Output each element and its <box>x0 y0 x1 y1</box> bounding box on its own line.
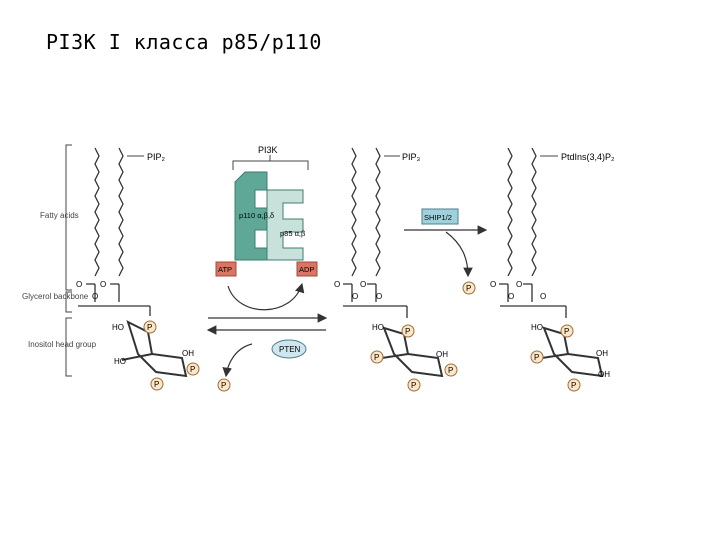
label-o: O <box>92 292 98 301</box>
svg-text:P: P <box>448 366 453 375</box>
svg-text:P: P <box>564 327 569 336</box>
phosphate-circle: P <box>407 378 421 392</box>
pip2-molecule <box>65 144 188 378</box>
phosphate-circle: P <box>530 350 544 364</box>
pten-oval: PTEN <box>271 339 307 359</box>
pip3-molecule <box>343 147 444 378</box>
label-oh: OH <box>182 349 194 358</box>
label-o: O <box>490 280 496 289</box>
svg-text:P: P <box>571 381 576 390</box>
phosphate-circle: P <box>370 350 384 364</box>
label-p110: p110 α,β,δ <box>239 211 274 220</box>
svg-text:P: P <box>534 353 539 362</box>
svg-text:P: P <box>221 381 226 390</box>
phosphate-circle: P <box>186 362 200 376</box>
label-o: O <box>360 280 366 289</box>
adp-box: ADP <box>296 261 318 277</box>
label-o: O <box>540 292 546 301</box>
phosphate-circle: P <box>150 377 164 391</box>
phosphate-circle: P <box>143 320 157 334</box>
fatty-acid-chain <box>118 147 124 277</box>
svg-text:P: P <box>190 365 195 374</box>
atp-to-adp-arrow <box>227 282 305 311</box>
label-glycerol: Glycerol backbone <box>22 292 89 301</box>
atp-box: ATP <box>215 261 237 277</box>
fatty-acid-chain <box>375 147 381 277</box>
pten-arrow <box>222 343 253 378</box>
fatty-acid-chain <box>507 147 513 277</box>
svg-text:P: P <box>466 284 471 293</box>
phosphate-circle: P <box>217 378 231 392</box>
label-o: O <box>516 280 522 289</box>
phosphate-circle: P <box>462 281 476 295</box>
label-oh: OH <box>598 370 610 379</box>
label-ho: HO <box>114 357 126 366</box>
fatty-acid-chain <box>531 147 537 277</box>
label-inositol: Inositol head group <box>28 340 97 349</box>
svg-text:ATP: ATP <box>218 265 232 274</box>
svg-text:SHIP1/2: SHIP1/2 <box>424 213 452 222</box>
svg-text:PTEN: PTEN <box>279 345 301 354</box>
pi3k-enzyme <box>234 171 304 261</box>
ship-box: SHIP1/2 <box>421 208 459 225</box>
label-o: O <box>76 280 82 289</box>
svg-text:P: P <box>147 323 152 332</box>
label-pi3k: PI3K <box>258 145 278 155</box>
label-oh: OH <box>596 349 608 358</box>
glycerol-bracket <box>65 291 72 313</box>
svg-text:ADP: ADP <box>299 265 314 274</box>
svg-text:P: P <box>405 327 410 336</box>
fatty-acid-chain <box>351 147 357 277</box>
label-ho: HO <box>531 323 543 332</box>
fatty-acid-bracket <box>65 144 72 291</box>
head-group-bracket <box>65 317 72 377</box>
label-oh: OH <box>436 350 448 359</box>
label-ho: HO <box>112 323 124 332</box>
pi3k-bracket <box>232 155 309 170</box>
label-ptdins34p2: PtdIns(3,4)P₂ <box>561 152 615 162</box>
p85-subunit <box>266 189 304 261</box>
label-o: O <box>334 280 340 289</box>
phosphate-circle: P <box>444 363 458 377</box>
label-o: O <box>352 292 358 301</box>
svg-text:P: P <box>374 353 379 362</box>
phosphate-circle: P <box>401 324 415 338</box>
label-pip2: PIP₂ <box>147 152 166 162</box>
slide-title: PI3K I класса р85/р110 <box>46 30 322 54</box>
label-pip3: PIP₃ <box>402 152 421 162</box>
label-o: O <box>100 280 106 289</box>
label-ho: HO <box>372 323 384 332</box>
label-o: O <box>376 292 382 301</box>
svg-text:P: P <box>154 380 159 389</box>
fatty-acid-chain <box>94 147 100 277</box>
ship-phosphate-arrow <box>445 231 473 278</box>
ptdins34p2-molecule <box>499 147 604 378</box>
phosphate-circle: P <box>567 378 581 392</box>
label-fatty-acids: Fatty acids <box>40 211 79 220</box>
label-p85: p85 α,β <box>280 229 306 238</box>
label-o: O <box>508 292 514 301</box>
phosphate-circle: P <box>560 324 574 338</box>
svg-text:P: P <box>411 381 416 390</box>
